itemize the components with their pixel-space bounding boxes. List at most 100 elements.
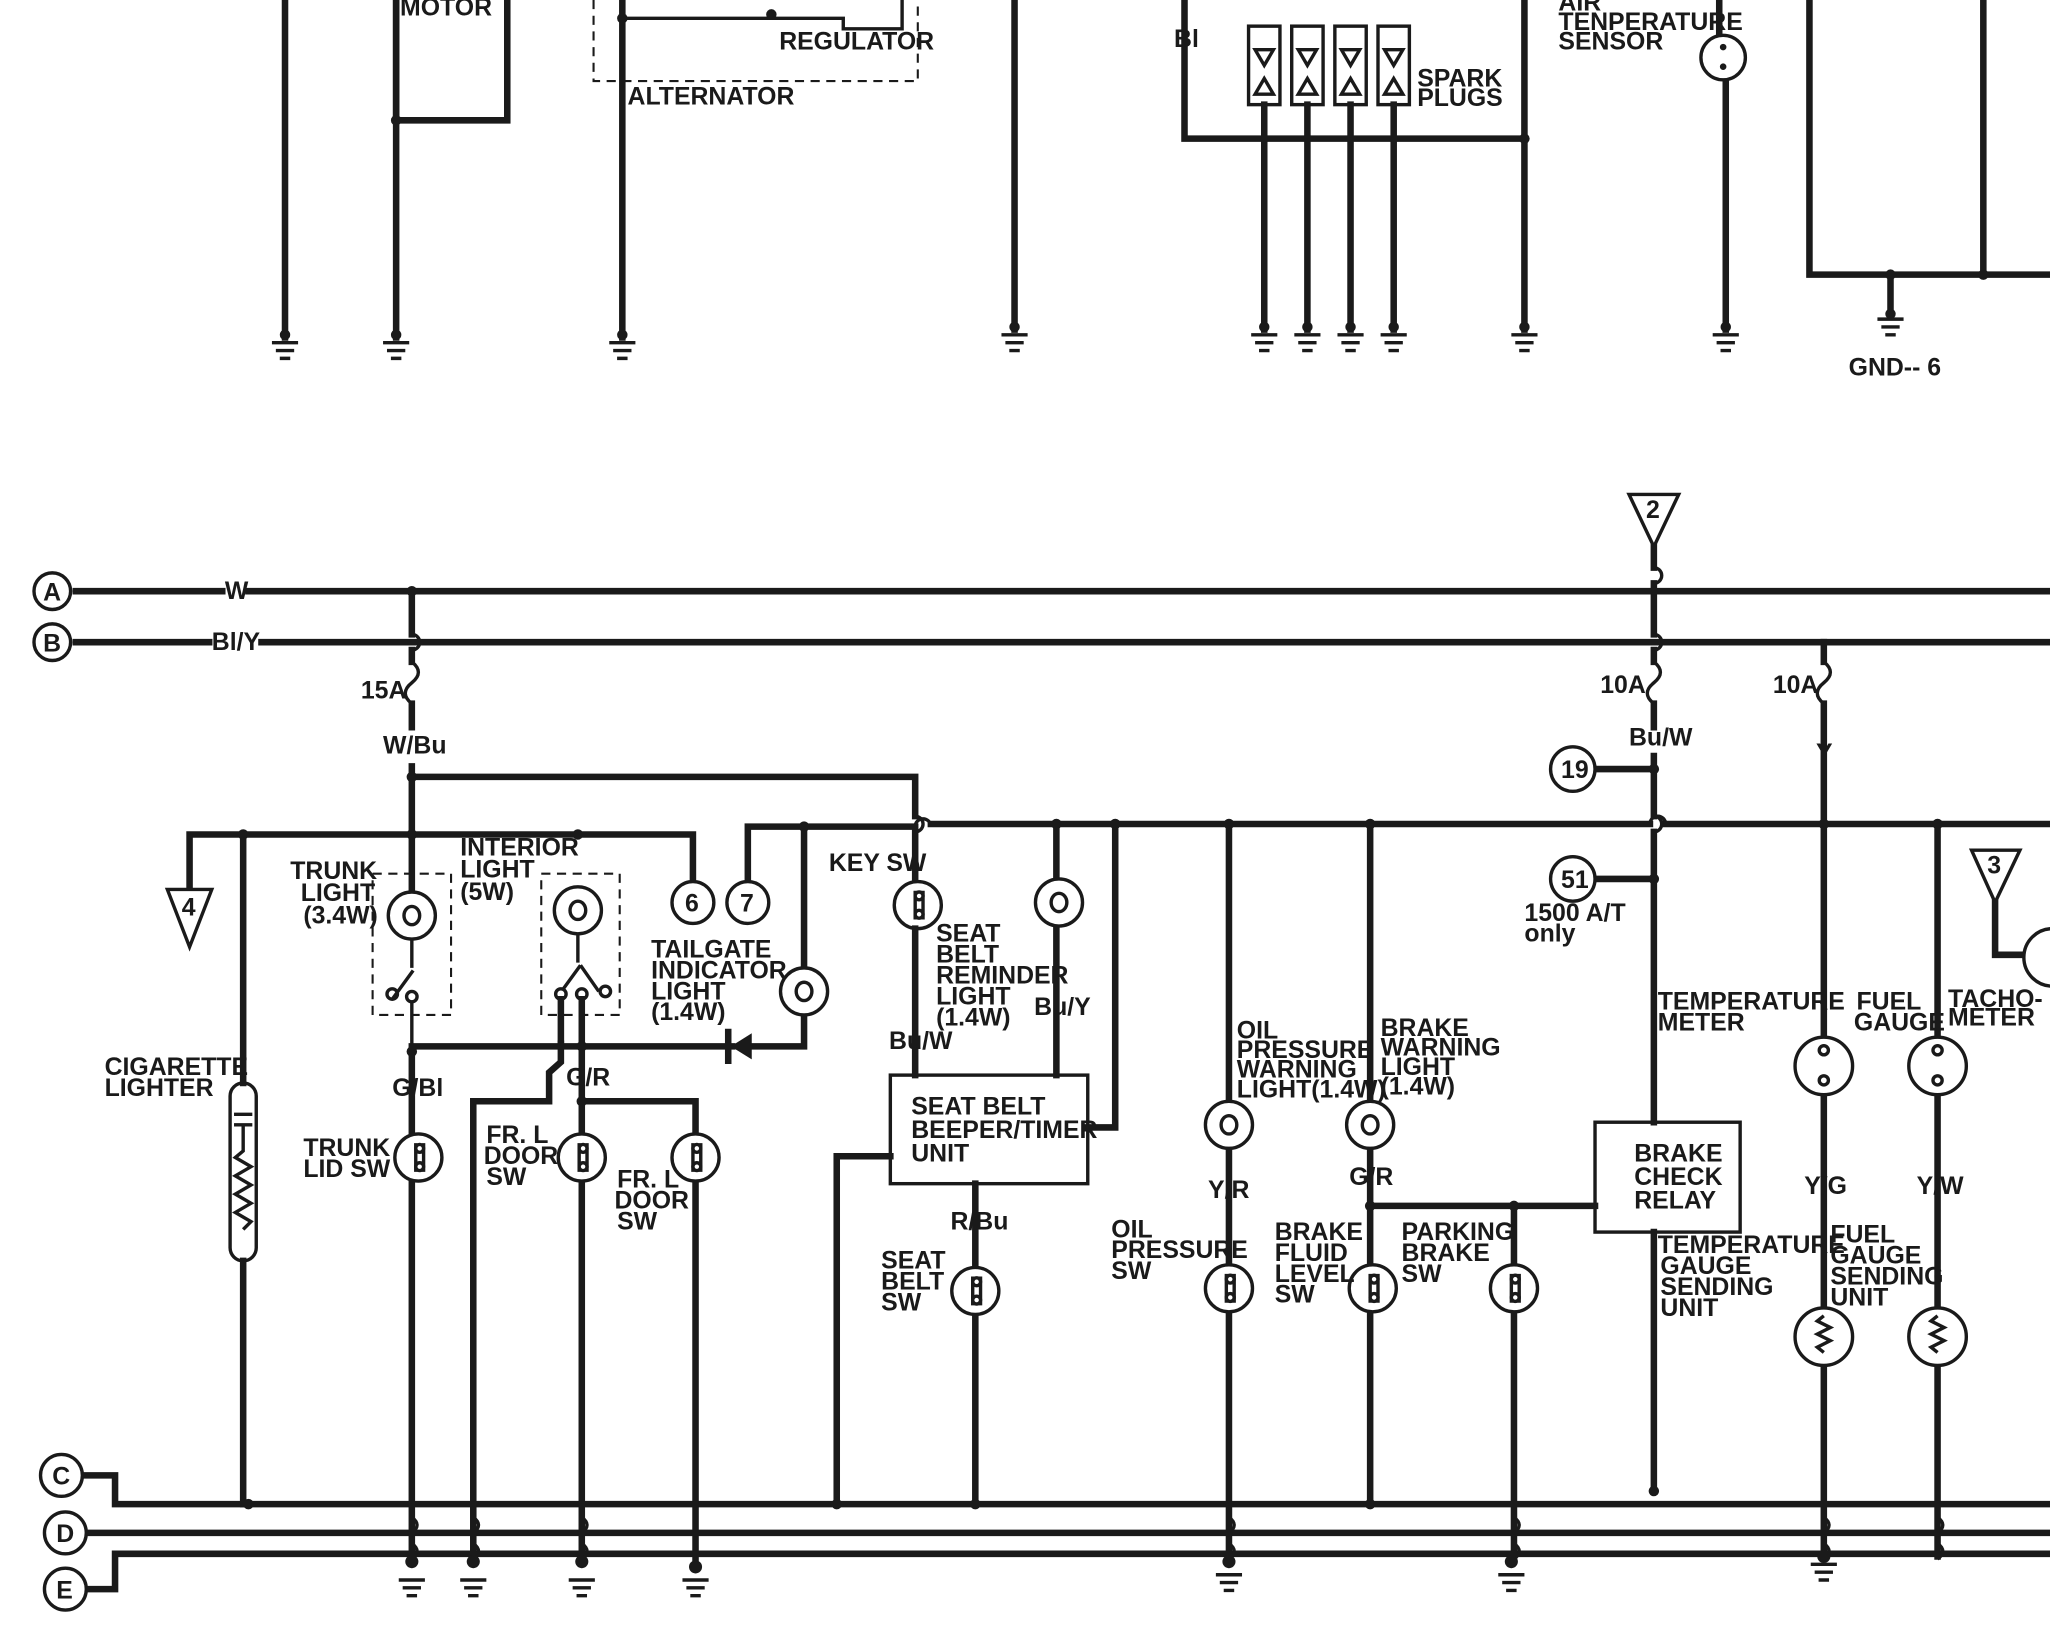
fuse-15a-icon (403, 660, 421, 705)
trunk-lid-label-2: LID SW (303, 1156, 390, 1183)
air-temp-label-1: AIR (1558, 0, 1601, 16)
top-section: MOTOR REGULATOR ALTERNATOR Bl SPARK PLUG… (271, 0, 2050, 381)
brake-relay-label-1: BRAKE (1634, 1140, 1722, 1167)
tailgate-indicator-icon (778, 966, 830, 1017)
connector-51-note-2: only (1524, 921, 1575, 948)
tacho-label-1: TACHO- (1948, 986, 2043, 1013)
fr-door-2-label-3: SW (617, 1208, 658, 1235)
bottom-grounds (398, 1500, 1945, 1598)
bu-w-label: Bu/W (889, 1028, 953, 1055)
middle-circuit: KEY SW Bu/W SEAT BELT REMINDER LIGHT (1.… (829, 820, 1599, 1560)
top-ground-icons (271, 308, 1904, 361)
reminder-label-2: BELT (936, 942, 999, 969)
parking-brake-label-2: BRAKE (1402, 1240, 1490, 1267)
fr-door-1-label-3: SW (486, 1164, 527, 1191)
fr-door-1-label-1: FR. L (486, 1122, 548, 1149)
brake-relay-label-3: RELAY (1634, 1188, 1716, 1215)
temp-sending-label-2: GAUGE (1660, 1253, 1751, 1280)
y-label: Y (1816, 740, 1833, 767)
interior-light-label-3: (5W) (460, 879, 514, 906)
fr-l-door-sw-1-icon (556, 1132, 608, 1183)
r-bu-label: R/Bu (950, 1208, 1008, 1235)
fuel-sending-label-4: UNIT (1830, 1284, 1888, 1311)
bus-lines: W Bl/Y (72, 578, 2050, 1593)
seat-belt-unit-label-1: SEAT BELT (911, 1093, 1045, 1120)
seat-belt-sw-label-2: BELT (881, 1269, 944, 1296)
connector-2-icon (1626, 492, 1682, 551)
seat-belt-sw-icon (950, 1265, 1001, 1317)
seat-belt-unit-label-3: UNIT (911, 1140, 969, 1167)
spark-plugs (1246, 24, 1412, 333)
brake-fluid-label-2: FLUID (1275, 1240, 1348, 1267)
fuse-10a-1-label: 10A (1600, 672, 1646, 699)
diode-icon (730, 1033, 752, 1060)
interior-light-label-2: LIGHT (460, 857, 534, 884)
air-temp-sensor-icon (1699, 33, 1748, 82)
connector-6 (670, 879, 716, 926)
seat-belt-sw-label-3: SW (881, 1290, 922, 1317)
fuse-15a-label: 15A (361, 677, 407, 704)
connector-51 (1548, 854, 1597, 903)
temp-meter-icon (1793, 1035, 1855, 1097)
y-r-label: Y/R (1208, 1177, 1249, 1204)
bu-y-label: Bu/Y (1034, 994, 1091, 1021)
fuel-sending-label-2: GAUGE (1830, 1242, 1921, 1269)
terminal-c-label: C (52, 1464, 70, 1491)
cigarette-label-1: CIGARETTE (105, 1054, 248, 1081)
air-temp-label-2: TENPERATURE (1558, 9, 1742, 36)
reminder-label-4: LIGHT (936, 983, 1010, 1010)
connector-3-icon (1968, 848, 2023, 907)
brake-warning-label-1: BRAKE (1381, 1015, 1469, 1042)
tailgate-label-1: TAILGATE (651, 936, 771, 963)
tachometer-icon (2022, 927, 2050, 988)
brake-check-relay-box (1593, 1120, 1742, 1234)
connector-4-label: 4 (182, 895, 196, 922)
terminal-e-label: E (56, 1577, 73, 1604)
connector-4-icon (164, 887, 215, 952)
fuel-sending-label-1: FUEL (1830, 1222, 1895, 1249)
terminal-d (42, 1510, 88, 1556)
trunk-light-label-3: (3.4W) (303, 902, 377, 929)
oil-pressure-sw-icon (1203, 1263, 1255, 1314)
connector-7 (725, 879, 771, 926)
oil-warning-label-3: WARNING (1237, 1057, 1357, 1084)
wire-b-label: Bl/Y (212, 629, 261, 656)
fuel-sending-label-3: SENDING (1830, 1263, 1943, 1290)
bus-terminals: A B C D E (32, 571, 88, 1612)
terminal-e (42, 1566, 88, 1612)
right-circuit: 2 10A Bu/W 19 51 1500 A/T only TEMPERATU… (1524, 492, 2050, 1560)
terminal-a-label: A (43, 579, 61, 606)
g-r-label: G/R (566, 1065, 610, 1092)
parking-brake-sw-icon (1488, 1263, 1540, 1314)
terminal-c (38, 1452, 85, 1498)
fuel-gauge-label-2: GAUGE (1854, 1010, 1945, 1037)
connector-51-note-1: 1500 A/T (1524, 900, 1625, 927)
tailgate-label-3: LIGHT (651, 978, 725, 1005)
connector-19-label: 19 (1561, 757, 1589, 784)
g-r2-label: G/R (1349, 1164, 1393, 1191)
brake-fluid-label-1: BRAKE (1275, 1219, 1363, 1246)
connector-3-label: 3 (1987, 853, 2001, 880)
fuse-10a-2-label: 10A (1773, 672, 1819, 699)
bu-w2-label: Bu/W (1629, 725, 1693, 752)
y-w-label: Y/W (1917, 1173, 1964, 1200)
seat-belt-sw-label-1: SEAT (881, 1248, 945, 1275)
cigarette-lighter-icon (228, 1081, 258, 1263)
oil-warning-label-4: LIGHT(1.4W) (1237, 1076, 1386, 1103)
fr-door-2-label-1: FR. L (617, 1167, 679, 1194)
left-circuit: 15A W/Bu 4 CIGARETTE LIGHTER (105, 585, 2050, 1560)
brake-fluid-label-4: SW (1275, 1282, 1316, 1309)
tacho-label-2: METER (1948, 1004, 2035, 1031)
oil-warning-light-icon (1203, 1099, 1255, 1151)
alternator-label: ALTERNATOR (628, 84, 795, 111)
trunk-lid-label-1: TRUNK (303, 1135, 390, 1162)
fuse-10a-1-icon (1645, 660, 1663, 705)
oil-warning-label-2: PRESSURE (1237, 1037, 1374, 1064)
fr-l-door-sw-2-icon (670, 1132, 721, 1183)
connector-6-label: 6 (685, 891, 699, 918)
key-sw-label: KEY SW (829, 850, 927, 877)
fr-door-1-label-2: DOOR (484, 1143, 559, 1170)
brake-warning-light-icon (1344, 1099, 1396, 1151)
parking-brake-label-3: SW (1402, 1261, 1443, 1288)
